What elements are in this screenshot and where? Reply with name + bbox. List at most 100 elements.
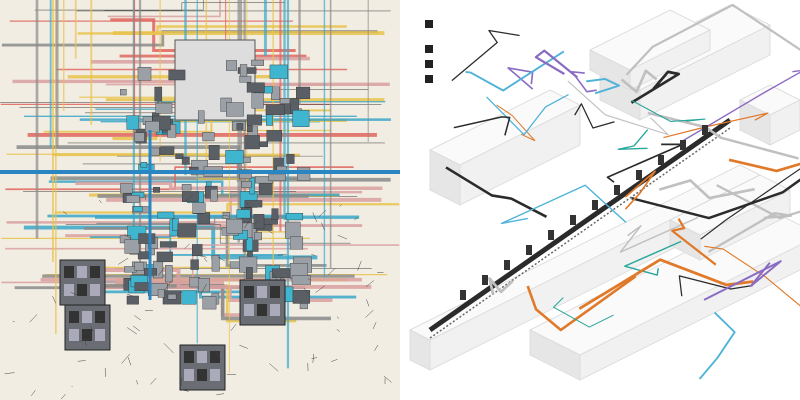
machine-component: [133, 206, 143, 212]
cabinet-module: [77, 284, 87, 296]
machine-component: [125, 195, 140, 203]
cabinet-module: [95, 329, 105, 341]
annotation-leader: [203, 257, 208, 262]
cable: [716, 184, 800, 220]
cabinet-module: [95, 311, 105, 323]
annotation-leader: [267, 230, 273, 234]
isometric-diagram-right: [400, 0, 800, 400]
annotation-leader: [318, 209, 327, 218]
machine-component: [239, 64, 248, 77]
machine-component: [197, 212, 211, 225]
annotation-leader: [183, 390, 189, 392]
annotation-leader: [365, 309, 374, 318]
machine-component: [226, 102, 244, 117]
machine-component: [258, 182, 273, 195]
annotation-leader: [366, 299, 370, 307]
annotation-leader: [83, 339, 87, 347]
machine-component: [245, 267, 253, 280]
machine-component: [120, 183, 133, 194]
cabinet-module: [270, 304, 280, 316]
machine-component: [236, 123, 244, 130]
annotation-leader: [134, 315, 141, 321]
terminal-module: [526, 245, 532, 255]
machine-component: [172, 218, 179, 231]
annotation-leader: [185, 194, 194, 203]
cabinet-module: [244, 286, 254, 298]
machine-component: [253, 214, 265, 229]
annotation-leader: [215, 349, 221, 360]
wire: [104, 2, 286, 11]
terminal-module: [658, 155, 664, 165]
annotation-leader: [71, 385, 73, 387]
main-track: [428, 117, 732, 333]
terminal-module: [482, 275, 488, 285]
machine-component: [251, 92, 264, 109]
block-top-front: [639, 24, 771, 121]
machine-component: [226, 218, 243, 234]
wire: [107, 0, 221, 18]
machine-component: [198, 278, 210, 293]
machine-component: [126, 115, 140, 130]
annotation-leader: [127, 357, 132, 366]
cable: [451, 29, 520, 82]
annotation-leader: [164, 280, 172, 291]
cabinet-module: [244, 304, 254, 316]
cable: [625, 3, 800, 76]
terminal-module: [570, 215, 576, 225]
cabinet-module: [90, 284, 100, 296]
cabinet-module: [82, 311, 92, 323]
cable: [700, 168, 800, 240]
cabinet-module: [197, 369, 207, 381]
machine-component: [254, 232, 262, 241]
machine-component: [154, 86, 163, 102]
cable: [445, 166, 548, 218]
machine-component: [246, 82, 265, 93]
machine-component: [239, 169, 252, 180]
machine-component: [167, 124, 177, 138]
wire: [65, 224, 351, 244]
machine-component: [292, 290, 310, 304]
annotation-leader: [62, 211, 67, 215]
machine-component: [140, 162, 148, 168]
annotation-leader: [95, 319, 103, 323]
cable: [574, 103, 615, 129]
cabinet-module: [82, 329, 92, 341]
machine-component: [271, 268, 291, 278]
cable: [526, 275, 637, 332]
machine-component: [134, 132, 145, 142]
machine-component: [210, 189, 218, 202]
terminal-module: [702, 125, 708, 135]
cable: [728, 158, 800, 173]
annotation-leader: [126, 293, 134, 297]
annotation-leader: [336, 329, 340, 332]
machine-component: [296, 86, 311, 99]
annotation-leader: [230, 323, 237, 331]
wire: [84, 227, 327, 267]
machine-component: [198, 110, 205, 124]
cable: [647, 111, 799, 160]
cable: [681, 69, 800, 143]
annotation-leader: [245, 202, 249, 205]
cable: [671, 218, 717, 266]
terminal-module: [504, 260, 510, 270]
cable: [534, 49, 578, 79]
annotation-leader: [163, 343, 174, 354]
annotation-leader: [312, 353, 315, 363]
machine-component: [268, 173, 286, 182]
cable: [658, 179, 755, 200]
machine-component: [159, 146, 175, 155]
machine-component: [192, 202, 206, 214]
cabinet-module: [64, 284, 74, 296]
wire: [5, 166, 354, 191]
annotation-leader: [52, 295, 56, 304]
annotation-leader: [273, 273, 279, 282]
annotation-leader: [150, 377, 157, 385]
annotation-leader: [311, 254, 315, 256]
machine-component: [226, 60, 237, 71]
annotation-leader: [197, 255, 207, 258]
annotation-leader: [311, 357, 318, 359]
machine-component: [177, 223, 197, 238]
legend-icon: [425, 20, 433, 28]
cable: [624, 170, 656, 210]
cable: [620, 69, 658, 94]
